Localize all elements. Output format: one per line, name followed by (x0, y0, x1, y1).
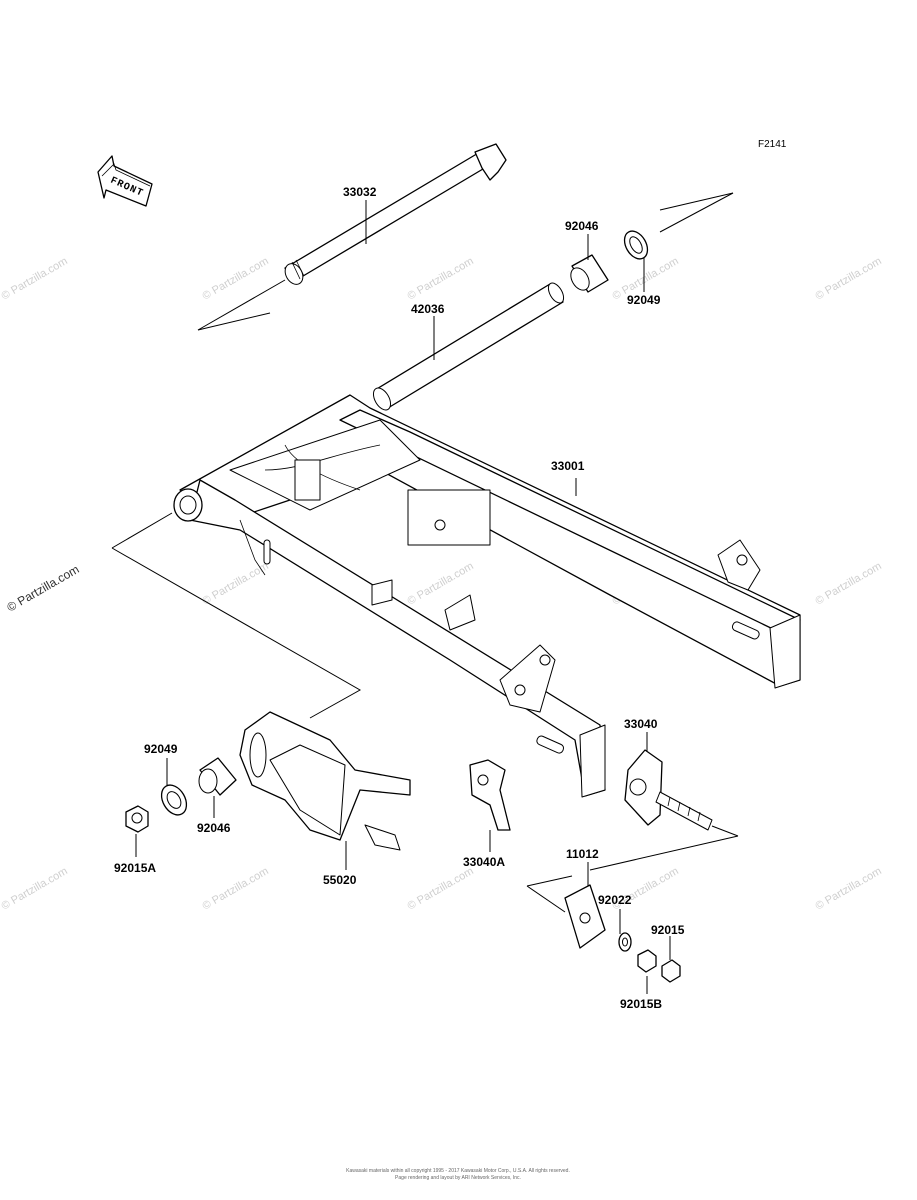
leader-lines (135, 200, 671, 994)
washer (618, 932, 632, 952)
pivot-sleeve (372, 282, 565, 411)
watermark: © Partzilla.com (201, 255, 271, 302)
part-label-92049-left[interactable]: 92049 (144, 742, 178, 756)
watermark: © Partzilla.com (201, 865, 271, 912)
watermark: © Partzilla.com (0, 255, 70, 302)
watermark: © Partzilla.com (0, 865, 70, 912)
part-label-55020[interactable]: 55020 (323, 873, 357, 887)
watermark: © Partzilla.com (406, 865, 476, 912)
part-label-33040[interactable]: 33040 (624, 717, 658, 731)
nut-b (637, 949, 657, 973)
part-label-33040a[interactable]: 33040A (463, 855, 505, 869)
part-label-42036[interactable]: 42036 (411, 302, 445, 316)
watermark: © Partzilla.com (814, 255, 884, 302)
part-label-92015[interactable]: 92015 (651, 923, 685, 937)
nut-right (661, 959, 681, 983)
oil-seal-top (623, 230, 649, 260)
footer-copyright-line1: Kawasaki materials within all copyright … (346, 1168, 570, 1174)
chain-guide (239, 711, 411, 851)
part-label-92015b[interactable]: 92015B (620, 997, 662, 1011)
oil-seal-left (160, 784, 188, 816)
watermark: © Partzilla.com (814, 560, 884, 607)
part-label-92046-top[interactable]: 92046 (565, 219, 599, 233)
nut-left (125, 805, 149, 833)
part-label-92015a[interactable]: 92015A (114, 861, 156, 875)
footer-copyright-line2: Page rendering and layout by ARI Network… (395, 1175, 521, 1181)
needle-bearing-left (198, 757, 237, 796)
part-label-92022[interactable]: 92022 (598, 893, 632, 907)
part-labels: 33032 92046 92049 42036 33001 92049 9204… (114, 185, 685, 1011)
pivot-shaft (284, 143, 507, 285)
chain-adjuster-plate-a (469, 759, 511, 831)
part-label-11012[interactable]: 11012 (566, 847, 599, 861)
adjuster-plate (564, 884, 606, 949)
front-arrow-icon: FRONT (97, 155, 153, 207)
part-label-92049-top[interactable]: 92049 (627, 293, 661, 307)
swingarm (173, 394, 801, 798)
watermark: © Partzilla.com (814, 865, 884, 912)
watermark: © Partzilla.com (406, 255, 476, 302)
needle-bearing-top (570, 254, 609, 293)
part-label-33032[interactable]: 33032 (343, 185, 377, 199)
part-label-92046-left[interactable]: 92046 (197, 821, 231, 835)
figure-code: F2141 (758, 139, 787, 150)
watermark-side: © Partzilla.com (5, 562, 82, 615)
part-label-33001[interactable]: 33001 (551, 459, 585, 473)
chain-adjuster (624, 749, 713, 831)
